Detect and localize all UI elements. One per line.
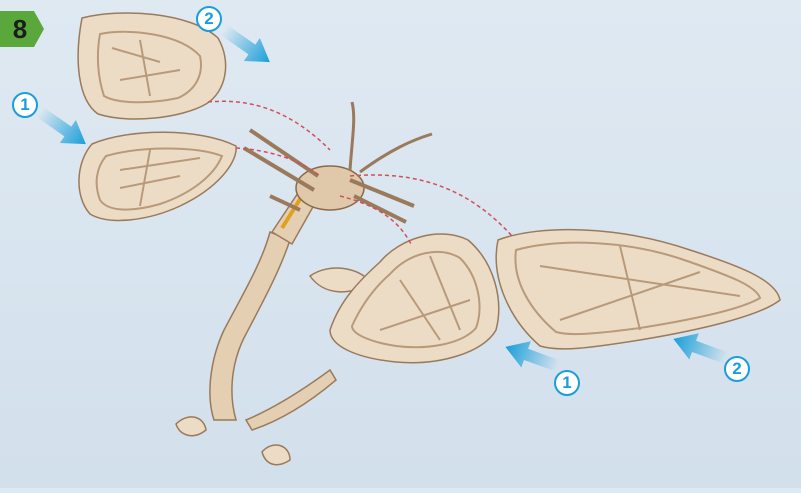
step-number: 8	[6, 14, 34, 45]
step-number-badge: 8	[0, 11, 44, 47]
callout-wing-1-upper: 1	[12, 92, 38, 118]
guide-lines	[208, 101, 512, 246]
wing-lower-right	[496, 230, 780, 349]
wing-upper-left	[79, 132, 236, 220]
callout-wing-2-lower: 2	[724, 356, 750, 382]
arrow-to-wing-1-upper	[32, 101, 94, 156]
wing-lower-center	[330, 234, 499, 363]
callout-wing-2-top: 2	[196, 6, 222, 32]
callout-wing-1-lower: 1	[554, 370, 580, 396]
